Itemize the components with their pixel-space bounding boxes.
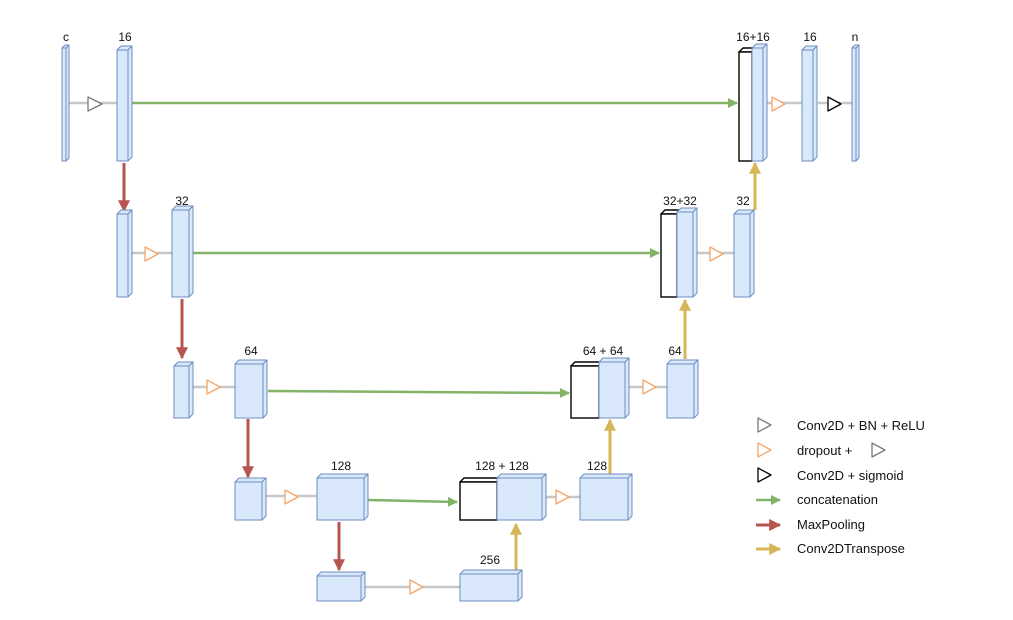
block-bottom-a [316, 571, 366, 602]
block-level2-up [733, 209, 755, 298]
block-level3-concat [598, 357, 630, 419]
concat-arrow-level4 [367, 496, 458, 507]
operation-triangles [87, 96, 842, 595]
dropout-triangle-icon [771, 96, 786, 112]
legend-sigmoid-label: Conv2D + sigmoid [797, 468, 904, 483]
block-level1-concat [751, 43, 768, 162]
dropout-triangle-icon [642, 379, 657, 395]
label-level1-up: 16 [803, 30, 817, 44]
block-input [61, 44, 70, 162]
label-input-channels: c [63, 30, 69, 44]
label-level3-concat: 64 + 64 [583, 344, 624, 358]
sigmoid-triangle-icon [827, 96, 842, 112]
label-level4-concat: 128 + 128 [475, 459, 529, 473]
legend-concat-label: concatenation [797, 492, 878, 507]
block-level4-concat-skip [459, 477, 502, 521]
dropout-triangle-icon [409, 579, 424, 595]
dropout-triangle-icon [206, 379, 221, 395]
block-level4-b [316, 473, 369, 521]
label-bottleneck: 256 [480, 553, 500, 567]
black-outline-triangle-icon [757, 467, 772, 483]
transpose-arrows [510, 161, 761, 571]
dropout-triangle-icon [555, 489, 570, 505]
legend-transpose-label: Conv2DTranspose [797, 541, 905, 556]
orange-triangle-icon [757, 442, 772, 458]
block-level4-a [234, 477, 267, 521]
maxpool-arrows [118, 163, 345, 572]
dropout-triangle-icon [144, 246, 159, 262]
legend: Conv2D + BN + ReLU dropout + Conv2D + si… [756, 417, 925, 556]
label-level3-up: 64 [668, 344, 682, 358]
block-level1-a [116, 45, 133, 162]
block-labels: c 16 16+16 16 n 32 32+32 32 64 64 + 64 6… [63, 30, 858, 567]
block-level2-concat [676, 207, 698, 298]
block-level3-b [234, 359, 268, 419]
label-level1: 16 [118, 30, 132, 44]
block-level3-up [666, 359, 699, 419]
block-level2-b [171, 205, 194, 298]
block-bottom-b [459, 569, 523, 602]
concat-arrow-level3 [267, 387, 570, 398]
block-level4-up [579, 473, 633, 521]
label-level2: 32 [175, 194, 189, 208]
label-level2-up: 32 [736, 194, 750, 208]
conv-triangle-icon [87, 96, 103, 112]
block-level1-up [801, 45, 818, 162]
label-level4-up: 128 [587, 459, 607, 473]
label-level2-concat: 32+32 [663, 194, 697, 208]
label-output-classes: n [852, 30, 859, 44]
legend-dropout-label: dropout + [797, 443, 852, 458]
block-output [851, 44, 860, 162]
label-level1-concat: 16+16 [736, 30, 770, 44]
block-level2-a [116, 209, 133, 298]
gray-outline-triangle-icon [757, 417, 772, 433]
legend-conv-label: Conv2D + BN + ReLU [797, 418, 925, 433]
block-level4-concat [496, 473, 547, 521]
block-level3-concat-skip [570, 361, 604, 419]
feature-map-blocks [61, 43, 860, 602]
label-level4: 128 [331, 459, 351, 473]
label-level3: 64 [244, 344, 258, 358]
gray-outline-triangle-icon [871, 442, 886, 458]
dropout-triangle-icon [284, 489, 299, 505]
dropout-triangle-icon [709, 246, 724, 262]
concat-arrows [132, 98, 738, 507]
legend-maxpool-label: MaxPooling [797, 517, 865, 532]
block-level3-a [173, 361, 194, 419]
